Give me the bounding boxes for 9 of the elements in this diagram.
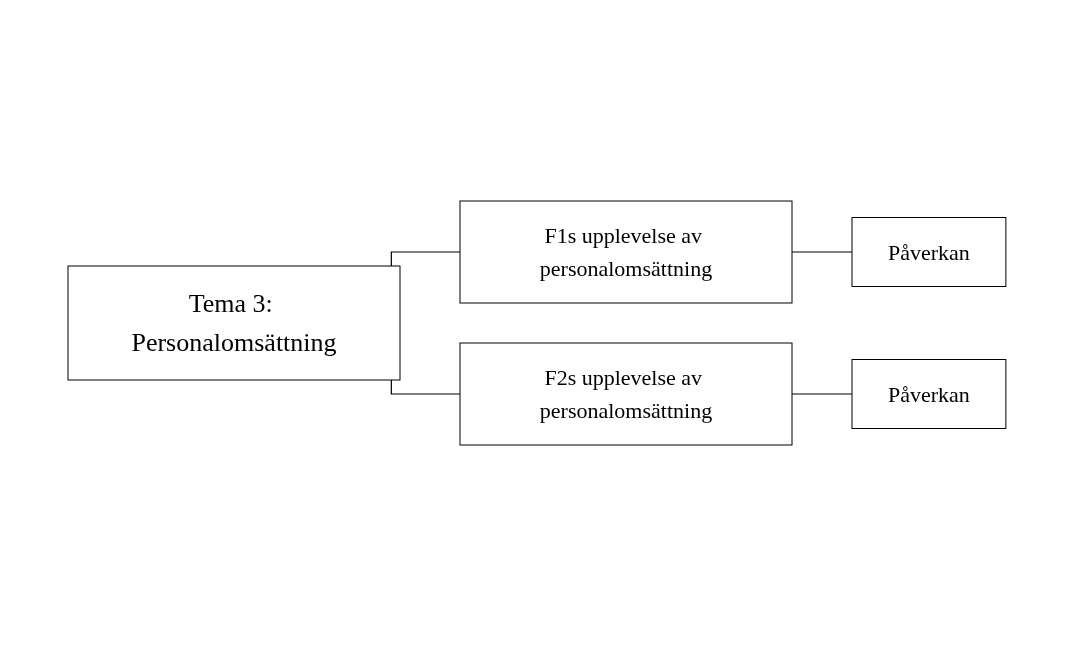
node-box: F1s upplevelse av personalomsättning [459,200,793,304]
connector [390,379,461,395]
node-box: Påverkan [851,359,1006,429]
node-box: Tema 3: Personalomsättning [67,265,401,381]
connector [390,251,461,267]
node-box: Påverkan [851,217,1006,287]
connector [790,393,853,395]
connector [790,251,853,253]
node-box: F2s upplevelse av personalomsättning [459,342,793,446]
